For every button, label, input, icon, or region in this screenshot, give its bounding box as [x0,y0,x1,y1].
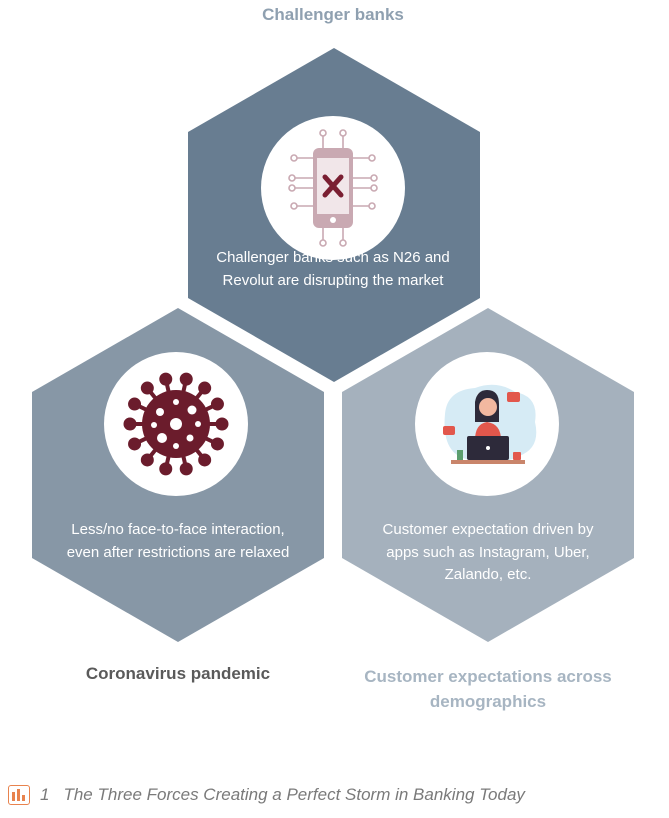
virus-spike-tip [210,437,224,451]
virus-spike-tip [198,381,212,395]
coronavirus-icon-circle [104,352,248,496]
coronavirus-description: Less/no face-to-face interaction, even a… [66,521,290,561]
customer-expectations-description: Customer expectation driven by apps such… [382,521,594,583]
virus-spike-tip [179,462,193,476]
virus-spike-tip [123,417,137,431]
figure-caption: 1 The Three Forces Creating a Perfect St… [8,782,648,808]
virus-spike-tip [159,462,173,476]
virus-spike-tip [140,453,154,467]
virus-icon [123,372,229,476]
virus-spike-tip [215,417,229,431]
virus-spike-tip [198,453,212,467]
caption-number: 1 [40,785,50,804]
customer-expectations-icon-circle [415,352,559,496]
virus-spike-tip [128,397,142,411]
woman-laptop-icon [443,384,537,464]
challenger-banks-icon-circle [261,116,405,260]
coronavirus-heading: Coronavirus pandemic [85,664,271,683]
virus-spike-tip [128,437,142,451]
challenger-banks-heading: Challenger banks [262,5,404,24]
virus-spike-tip [159,372,173,386]
virus-spike-tip [210,397,224,411]
customer-expectations-heading: Customer expectations across demographic… [364,667,612,711]
challenger-banks-description: Challenger banks such as N26 and Revolut… [216,249,450,289]
virus-spike-tip [179,372,193,386]
smartphone-circuit-icon [288,129,378,247]
virus-spike-tip [140,381,154,395]
caption-text: The Three Forces Creating a Perfect Stor… [63,785,525,804]
bar-chart-icon [8,785,30,805]
